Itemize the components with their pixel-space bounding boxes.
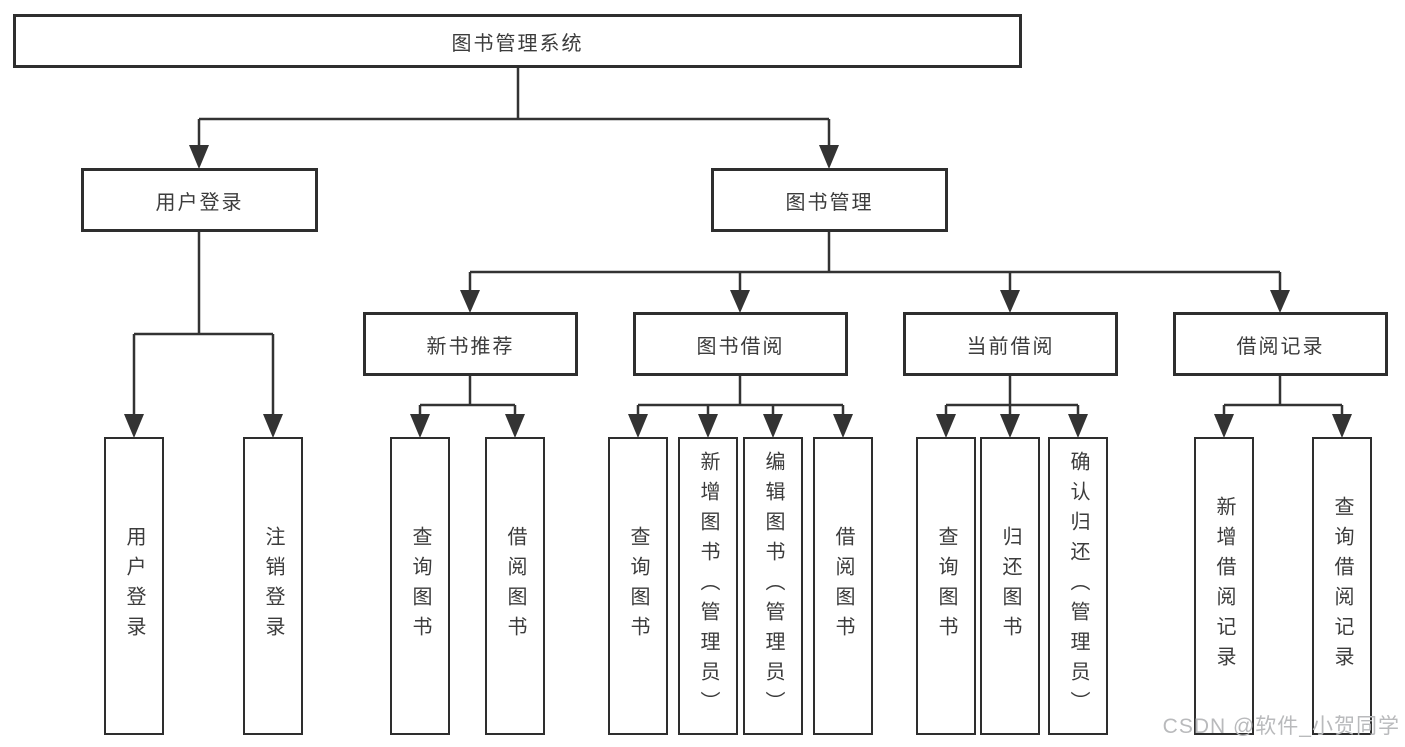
- node-book-borrowing: 图书借阅: [633, 312, 848, 376]
- leaf-label: 归还图书: [999, 526, 1021, 646]
- leaf-return-books: 归还图书: [980, 437, 1040, 735]
- arrowhead: [936, 414, 956, 438]
- arrowhead: [263, 414, 283, 438]
- arrowhead: [1214, 414, 1234, 438]
- arrowhead: [819, 145, 839, 169]
- node-library-management-system: 图书管理系统: [13, 14, 1022, 68]
- arrowhead: [763, 414, 783, 438]
- arrowhead: [1270, 290, 1290, 313]
- leaf-add-borrow-record: 新增借阅记录: [1194, 437, 1254, 735]
- leaf-edit-books-admin: 编辑图书（管理员）: [743, 437, 803, 735]
- leaf-label: 借阅图书: [504, 526, 526, 646]
- leaf-confirm-return-admin: 确认归还（管理员）: [1048, 437, 1108, 735]
- leaf-query-books-current: 查询图书: [916, 437, 976, 735]
- leaf-logout: 注销登录: [243, 437, 303, 735]
- leaf-label: 查询借阅记录: [1331, 496, 1353, 676]
- leaf-label: 确认归还（管理员）: [1067, 451, 1089, 721]
- leaf-label: 查询图书: [935, 526, 957, 646]
- arrowhead: [410, 414, 430, 438]
- arrowhead: [1000, 414, 1020, 438]
- leaf-label: 注销登录: [262, 526, 284, 646]
- arrowhead: [189, 145, 209, 169]
- leaf-label: 查询图书: [627, 526, 649, 646]
- leaf-label: 用户登录: [123, 526, 145, 646]
- arrowhead: [1332, 414, 1352, 438]
- arrowhead: [730, 290, 750, 313]
- leaf-label: 新增图书（管理员）: [697, 451, 719, 721]
- arrowhead: [460, 290, 480, 313]
- leaf-add-books-admin: 新增图书（管理员）: [678, 437, 738, 735]
- leaf-user-login: 用户登录: [104, 437, 164, 735]
- node-new-book-recommendation: 新书推荐: [363, 312, 578, 376]
- leaf-label: 查询图书: [409, 526, 431, 646]
- leaf-label: 编辑图书（管理员）: [762, 451, 784, 721]
- arrowhead: [505, 414, 525, 438]
- arrowhead: [1068, 414, 1088, 438]
- leaf-borrow-books-borrowing: 借阅图书: [813, 437, 873, 735]
- leaf-label: 新增借阅记录: [1213, 496, 1235, 676]
- arrowhead: [628, 414, 648, 438]
- node-current-borrowing: 当前借阅: [903, 312, 1118, 376]
- node-user-login: 用户登录: [81, 168, 318, 232]
- leaf-borrow-books-recommend: 借阅图书: [485, 437, 545, 735]
- arrowhead: [124, 414, 144, 438]
- arrowhead: [833, 414, 853, 438]
- leaf-query-books-recommend: 查询图书: [390, 437, 450, 735]
- arrowhead: [1000, 290, 1020, 313]
- csdn-watermark: CSDN @软件_小贺同学: [1162, 715, 1400, 738]
- leaf-label: 借阅图书: [832, 526, 854, 646]
- leaf-query-borrow-record: 查询借阅记录: [1312, 437, 1372, 735]
- node-book-management: 图书管理: [711, 168, 948, 232]
- node-borrowing-records: 借阅记录: [1173, 312, 1388, 376]
- leaf-query-books-borrowing: 查询图书: [608, 437, 668, 735]
- arrowhead: [698, 414, 718, 438]
